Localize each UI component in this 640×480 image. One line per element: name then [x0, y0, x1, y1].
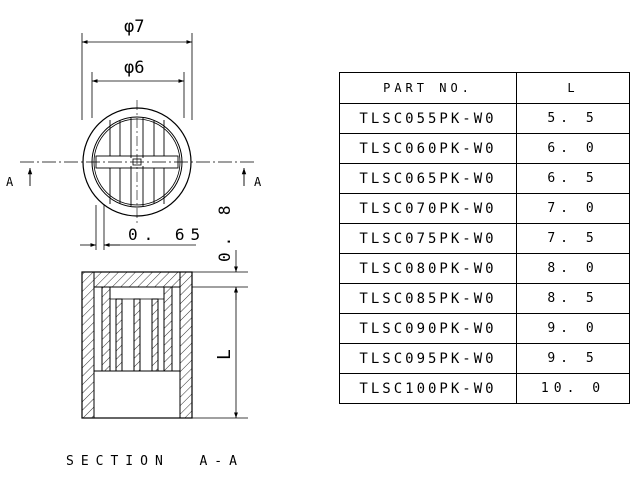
section-rib: [101, 286, 111, 372]
rib-top: [109, 118, 165, 158]
part-number-cell: TLSC080PK-W0: [339, 253, 517, 284]
part-number-cell: TLSC070PK-W0: [339, 193, 517, 224]
part-number-cell: TLSC060PK-W0: [339, 133, 517, 164]
section-mark-right: A: [254, 175, 262, 189]
top-view: [20, 33, 254, 250]
section-rib: [115, 298, 123, 372]
left-wall: [81, 271, 95, 419]
top-thickness-label: 0. 8: [215, 199, 234, 262]
length-cell: 5. 5: [516, 103, 630, 134]
right-wall: [179, 271, 193, 419]
section-rib: [163, 286, 173, 372]
part-number-cell: TLSC090PK-W0: [339, 313, 517, 344]
part-number-cell: TLSC095PK-W0: [339, 343, 517, 374]
length-cell: 6. 0: [516, 133, 630, 164]
section-rib: [133, 298, 141, 372]
length-cell: 10. 0: [516, 373, 630, 404]
length-cell: 9. 5: [516, 343, 630, 374]
section-label: SECTION A-A: [66, 454, 244, 469]
part-number-cell: TLSC055PK-W0: [339, 103, 517, 134]
part-number-cell: TLSC100PK-W0: [339, 373, 517, 404]
section-rib: [151, 298, 159, 372]
length-cell: 6. 5: [516, 163, 630, 194]
length-cell: 8. 5: [516, 283, 630, 314]
table-header-row: PART NO. L: [339, 72, 630, 104]
length-cell: 8. 0: [516, 253, 630, 284]
length-cell: 9. 0: [516, 313, 630, 344]
rib-bottom: [109, 166, 165, 206]
outer-diameter-label: φ7: [124, 17, 144, 37]
length-label: L: [214, 349, 235, 360]
inner-diameter-label: φ6: [124, 58, 144, 78]
section-view: [81, 250, 248, 419]
header-part-no: PART NO.: [339, 72, 517, 104]
section-mark-left: A: [6, 175, 14, 189]
part-number-cell: TLSC075PK-W0: [339, 223, 517, 254]
header-length: L: [516, 72, 630, 104]
wall-thickness-label: 0. 65: [128, 225, 206, 244]
length-cell: 7. 0: [516, 193, 630, 224]
part-number-cell: TLSC065PK-W0: [339, 163, 517, 194]
top-cap: [93, 271, 181, 288]
length-cell: 7. 5: [516, 223, 630, 254]
part-number-cell: TLSC085PK-W0: [339, 283, 517, 314]
